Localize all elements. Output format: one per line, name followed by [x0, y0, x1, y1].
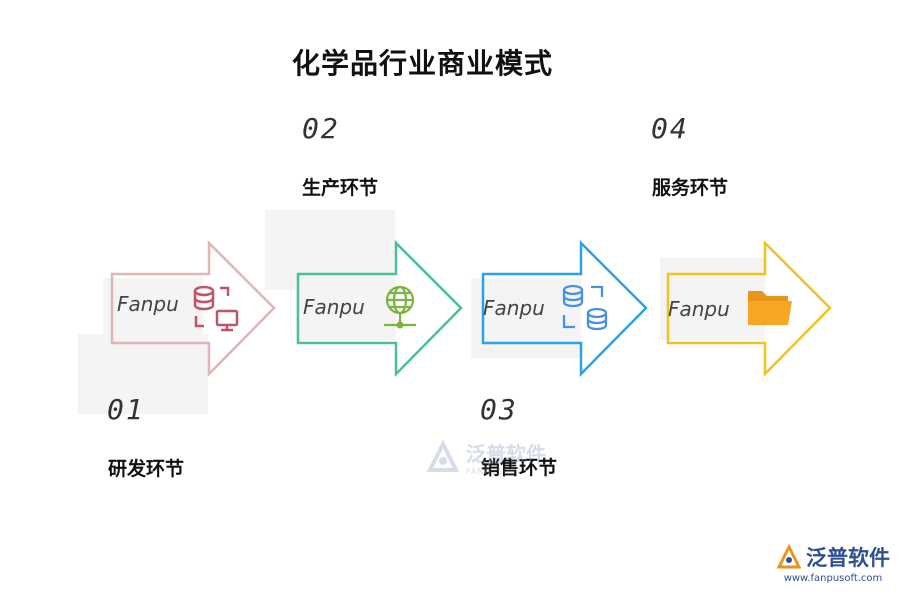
backdrop-box — [103, 278, 203, 335]
watermark: 泛普软件 FANPUSOFT — [426, 438, 546, 476]
step-label: 服务环节 — [652, 177, 729, 199]
fanpu-label: Fanpu — [303, 295, 365, 319]
step-number: 03 — [480, 393, 518, 426]
brand-logo-icon — [776, 544, 802, 569]
brand-name: 泛普软件 — [806, 546, 890, 570]
arrow-step-4 — [666, 239, 832, 378]
step-number: 02 — [302, 112, 340, 145]
step-label: 研发环节 — [108, 458, 185, 480]
database-monitor-icon — [193, 285, 239, 332]
step-label: 销售环节 — [481, 457, 558, 479]
step-label: 生产环节 — [302, 177, 379, 199]
step-number: 04 — [651, 112, 689, 145]
backdrop-box — [471, 278, 581, 358]
backdrop-box — [265, 210, 395, 290]
brand-block: 泛普软件 www.fanpusoft.com — [776, 542, 890, 584]
brand-logo-icon — [426, 440, 460, 472]
step-number: 01 — [107, 393, 145, 426]
arrow-step-3 — [481, 239, 648, 378]
page-title: 化学品行业商业模式 — [292, 47, 554, 80]
arrow-step-1 — [110, 239, 276, 378]
backdrop-box — [296, 280, 396, 340]
globe-network-icon — [384, 285, 416, 329]
folder-icon — [748, 291, 792, 325]
backdrop-box — [660, 258, 765, 340]
fanpu-label: Fanpu — [117, 292, 179, 316]
database-sync-icon — [562, 284, 608, 331]
fanpu-label: Fanpu — [483, 296, 545, 320]
backdrop-box — [78, 334, 208, 414]
watermark-text: 泛普软件 — [466, 442, 546, 466]
arrow-step-2 — [296, 239, 463, 378]
brand-url: www.fanpusoft.com — [783, 573, 883, 584]
watermark-sub: FANPUSOFT — [466, 467, 522, 476]
fanpu-label: Fanpu — [668, 297, 730, 321]
